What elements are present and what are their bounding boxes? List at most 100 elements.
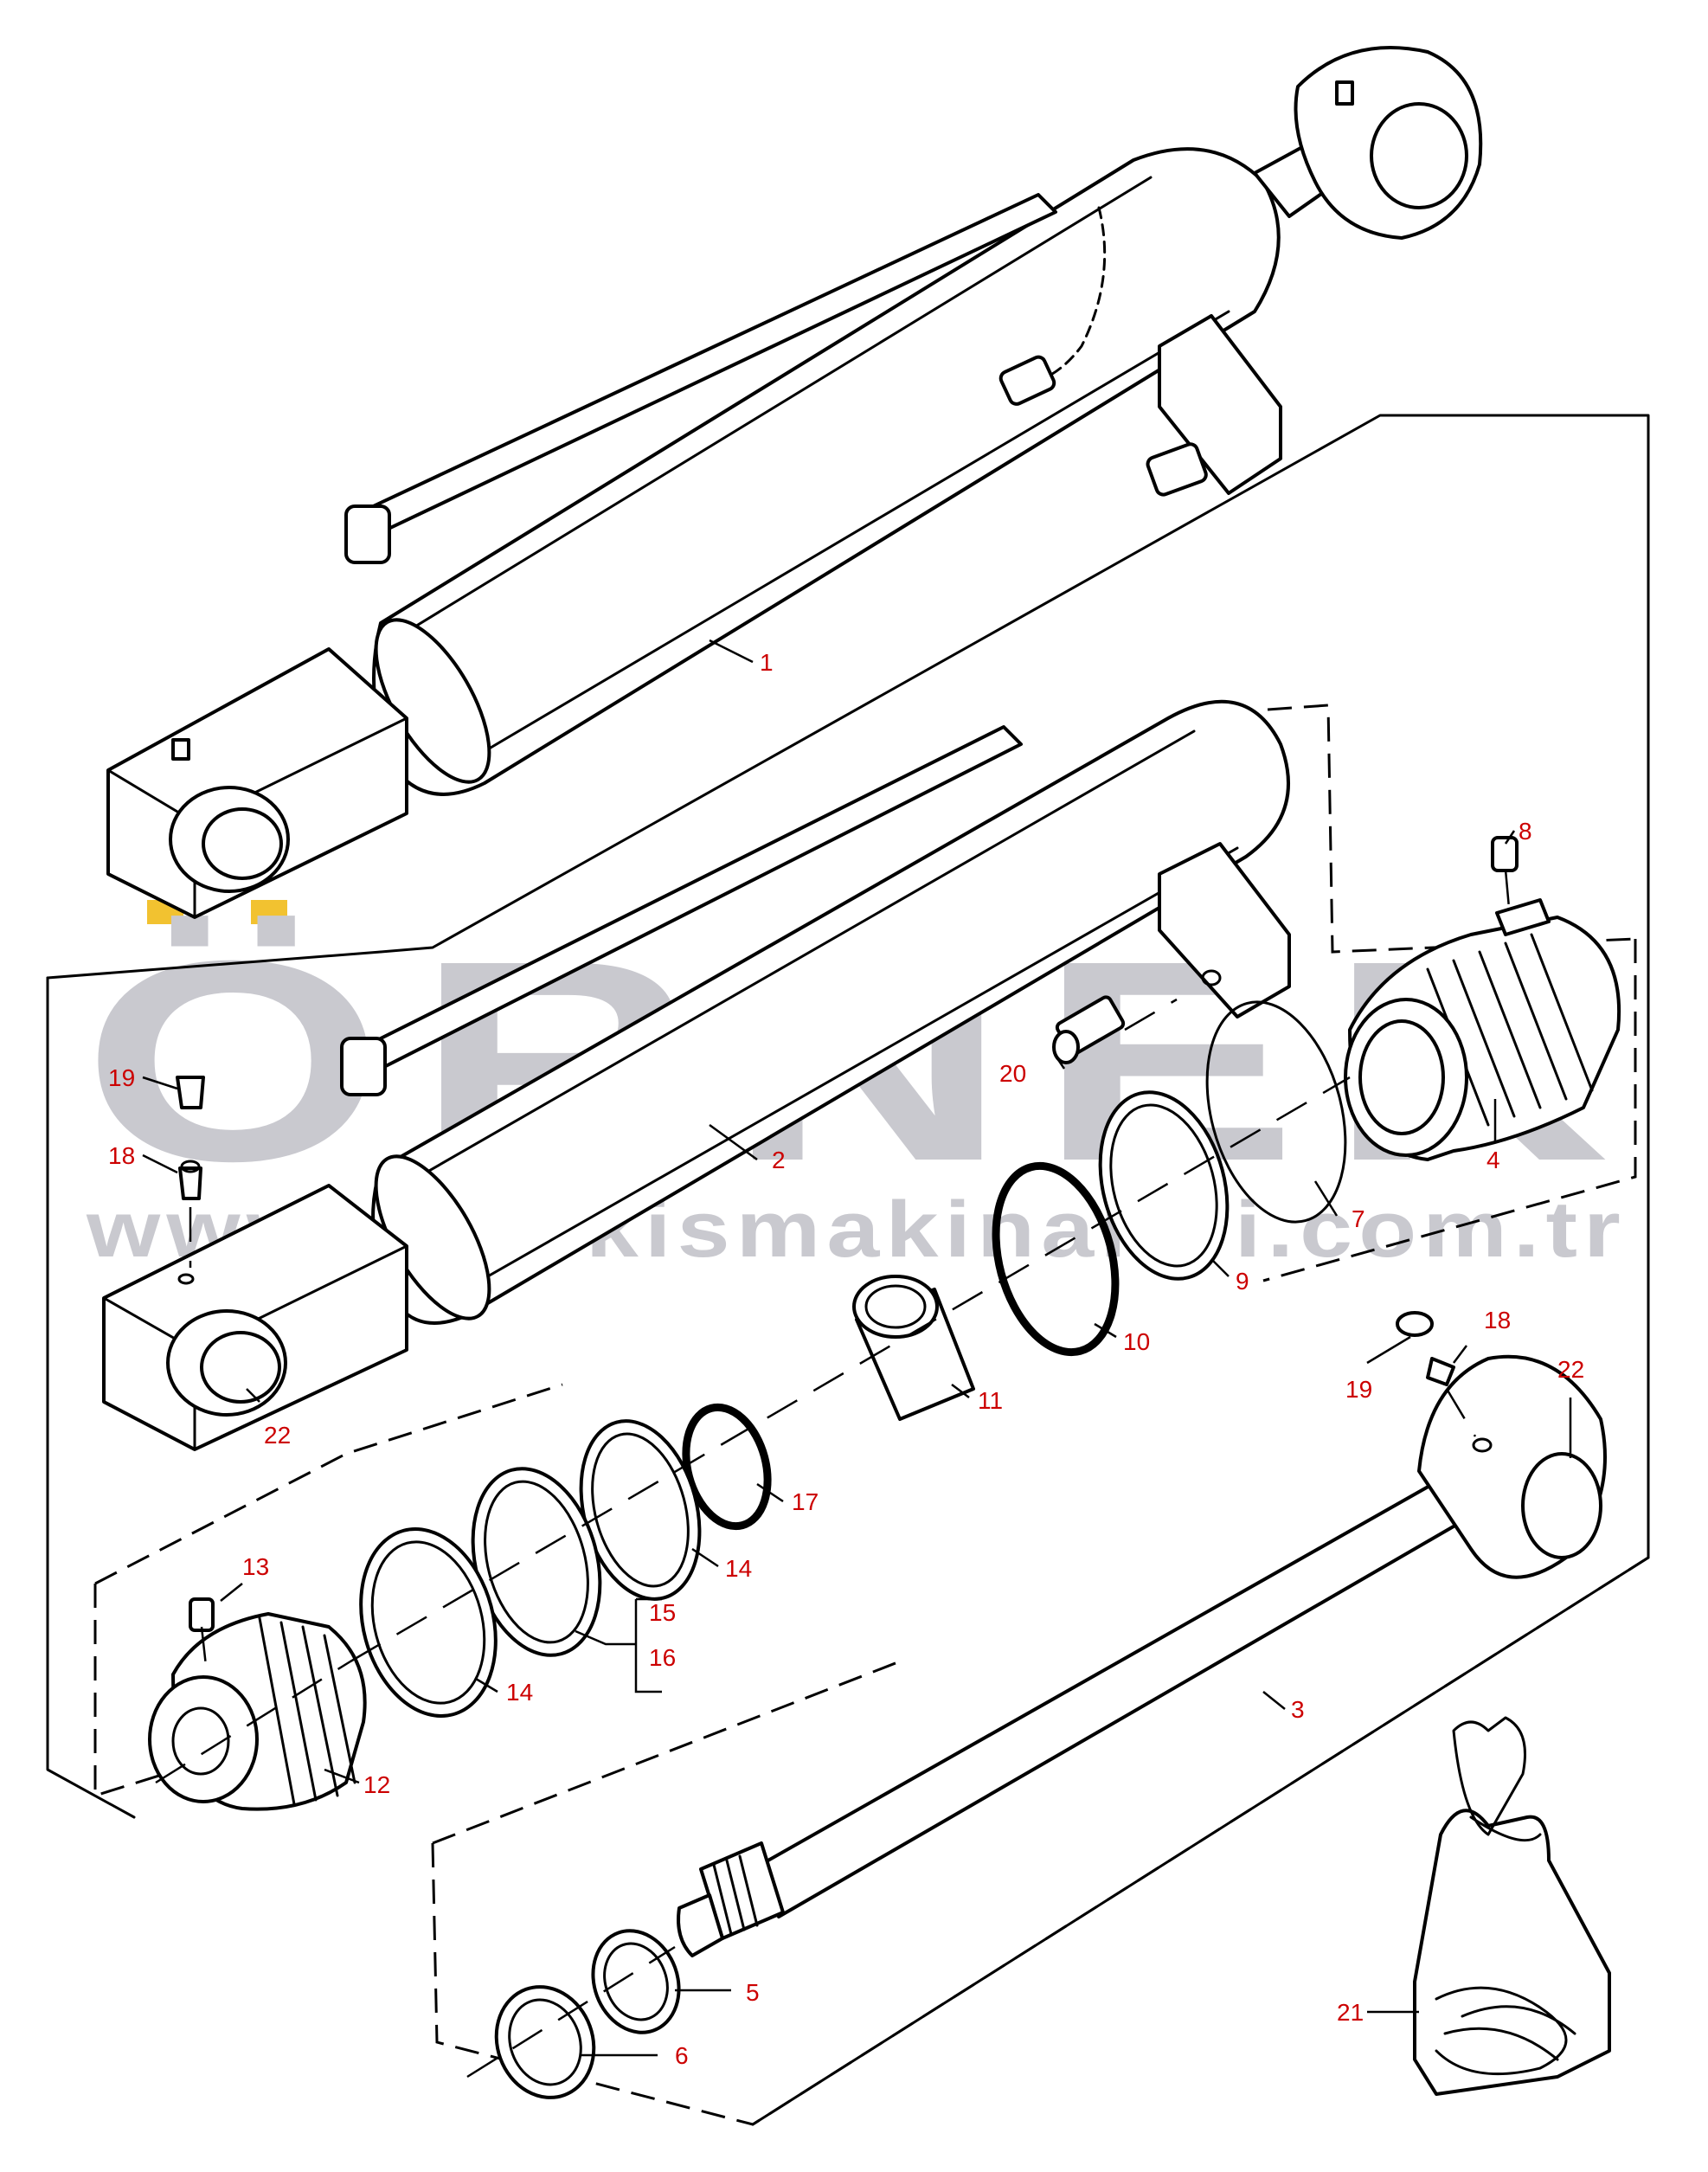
piston-face [148,1675,259,1803]
barrel-line-bottom [448,846,1239,1300]
bag-tie [1469,1815,1542,1842]
callout-22b: 22 [1557,1356,1584,1383]
leader-lines [142,639,1572,2057]
assembled-trunnion [1158,314,1282,495]
callout-8: 8 [1519,818,1532,845]
leader-19a [142,1076,178,1090]
part-piston [148,1612,367,1811]
leader-12 [324,1768,360,1784]
watermark-umlaut-dot-right [251,900,287,924]
leader-11 [951,1384,970,1398]
axis-piston [155,1660,351,1784]
barrel-base-nipple-hole [177,1273,195,1285]
leader-14a [691,1547,719,1568]
barrel-base-bore-inner [200,1331,281,1404]
callout-15: 15 [649,1599,676,1626]
barrel-exploded [102,699,1291,1451]
barrel-line-top [409,729,1196,1183]
callout-6: 6 [675,2042,689,2069]
assembled-trunnion-fitting [1146,442,1208,497]
leader-13 [220,1583,243,1602]
piston-bore [171,1706,230,1776]
part-wear-ring-b [359,1526,498,1719]
callout-14b: 14 [506,1679,533,1706]
bag-contents [1435,1986,1576,2076]
part-seal-ring-inner [484,1480,589,1644]
barrel-trunnion-port [1201,969,1222,986]
leader-10 [1094,1322,1117,1339]
dashed-frame-piston-top [94,1383,563,1585]
rod-eye-nipple-hole [1472,1437,1493,1453]
part-hydraulic-fitting [1052,995,1126,1064]
part-bushing-bore [864,1284,927,1329]
callout-19a: 19 [108,1064,135,1091]
fitting-end [1052,1030,1080,1064]
leader-18b [1453,1345,1467,1364]
part-nipple-left-head [180,1160,201,1173]
gland-notch [1495,898,1551,936]
leader-8 [1504,830,1516,845]
leader-3 [1262,1691,1286,1710]
callout-20: 20 [999,1060,1026,1087]
assembled-rail-bracket [344,504,391,564]
gland-face-inner [1358,1019,1445,1135]
callout-2: 2 [772,1147,786,1173]
rod-tip [677,1893,724,1957]
leader-1 [709,639,754,664]
part-o-ring-large [1205,1000,1347,1224]
leader-15-16 [575,1629,636,1646]
assembly-axes [155,869,1512,2079]
bag-outline [1413,1809,1611,2096]
callout-5: 5 [746,1979,760,2006]
part-cap-left [176,1076,205,1109]
leader-7 [1313,1180,1339,1217]
callout-14a: 14 [725,1555,752,1582]
callout-13: 13 [242,1553,269,1580]
part-rod-wiper-inner [603,1942,669,2021]
callout-17: 17 [792,1488,819,1515]
axis-rod-end [466,1945,676,2079]
callout-18a: 18 [108,1142,135,1169]
assembled-hose-fitting [998,355,1056,406]
piston-grooves [258,1616,356,1806]
frame-bottom-edge [751,1556,1650,2126]
part-wear-ring-a-inner [591,1432,690,1588]
group-frames [46,414,1650,2126]
rod-thread-lines [712,1854,759,1936]
callout-16: 16 [649,1644,676,1671]
part-cap-right [1396,1311,1434,1337]
assembled-rod-eye-nipple [1335,80,1354,106]
callout-10: 10 [1123,1328,1150,1355]
frame-top-edge [379,414,1650,1559]
assembled-cylinder [106,46,1483,919]
leader-20 [1054,1055,1066,1070]
barrel-trunnion [1158,842,1291,1019]
barrel-highlight [405,176,1153,633]
barrel-rail-bracket [340,1037,387,1096]
leader-2 [709,1123,758,1161]
assembled-base-bore-inner [202,807,283,880]
callout-18b: 18 [1484,1307,1511,1333]
leader-22a [246,1388,260,1403]
axis-nipple-right [1445,1388,1477,1437]
leader-17 [756,1482,784,1503]
part-rod-nut [494,1985,596,2099]
part-piston-screw [189,1597,215,1632]
callout-9: 9 [1236,1268,1249,1295]
part-nipple-right [1426,1357,1455,1386]
rod-shaft [751,1461,1499,1918]
callout-1: 1 [760,649,774,676]
part-o-ring-thick [992,1161,1120,1357]
leader-18a [142,1153,178,1174]
callout-22a: 22 [264,1422,291,1449]
dashed-frame-rod-top [432,1660,901,1845]
part-wear-ring-b-inner [370,1540,486,1705]
part-backup-ring-inner [1109,1103,1218,1268]
part-rod-nut-inner [508,1998,582,2086]
callout-11: 11 [978,1387,1003,1414]
part-rod-wiper [591,1929,681,2034]
barrel-lower-line [466,310,1230,763]
leader-9 [1210,1258,1230,1277]
